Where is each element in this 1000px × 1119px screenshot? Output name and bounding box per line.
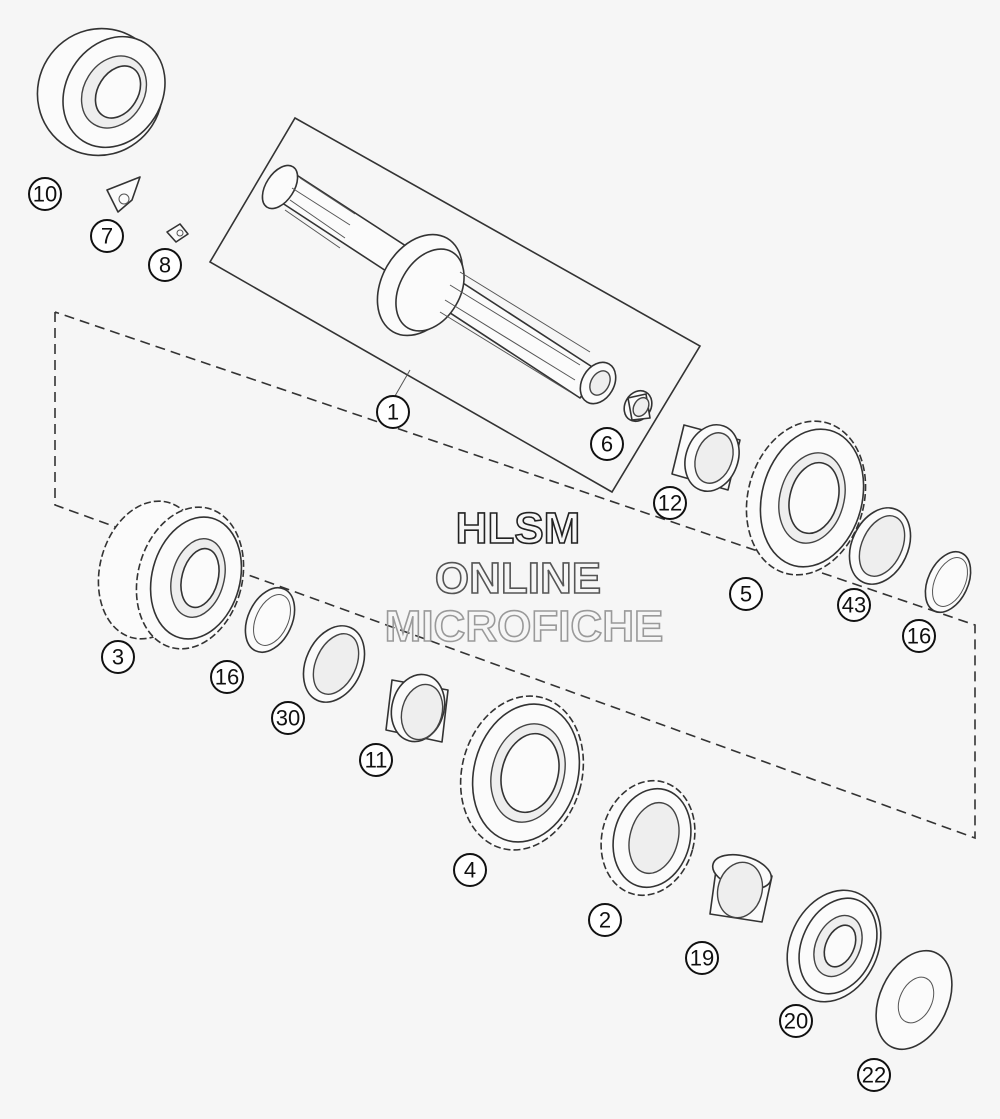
callout-16-left[interactable]: 16 bbox=[210, 660, 244, 694]
watermark: HLSM ONLINE MICROFICHE bbox=[384, 503, 664, 652]
callout-label-2: 2 bbox=[599, 908, 611, 933]
watermark-line-3: MICROFICHE bbox=[385, 602, 664, 651]
main-shaft-part-1 bbox=[261, 164, 617, 405]
bearing-part-10 bbox=[36, 27, 166, 157]
callout-30[interactable]: 30 bbox=[271, 701, 305, 735]
callout-4[interactable]: 4 bbox=[453, 853, 487, 887]
callout-1[interactable]: 1 bbox=[376, 395, 410, 429]
callout-label-12: 12 bbox=[658, 491, 682, 516]
callout-label-20: 20 bbox=[784, 1009, 808, 1034]
callout-label-19: 19 bbox=[690, 946, 714, 971]
callout-label-16-left: 16 bbox=[215, 665, 239, 690]
cam-plate-part-7 bbox=[106, 176, 141, 213]
callout-5[interactable]: 5 bbox=[729, 577, 763, 611]
callout-label-8: 8 bbox=[159, 253, 171, 278]
callout-label-16-right: 16 bbox=[907, 624, 931, 649]
gear-part-2 bbox=[600, 779, 696, 897]
callout-43[interactable]: 43 bbox=[837, 588, 871, 622]
callout-label-4: 4 bbox=[464, 858, 476, 883]
washer-part-43 bbox=[848, 507, 912, 585]
callout-label-3: 3 bbox=[112, 645, 124, 670]
bearing-part-20 bbox=[786, 889, 882, 1003]
circlip-part-16-right bbox=[924, 550, 972, 614]
callout-label-1: 1 bbox=[387, 400, 399, 425]
shim-part-22 bbox=[875, 949, 953, 1051]
circlip-part-16-left bbox=[244, 587, 296, 653]
callout-label-5: 5 bbox=[740, 582, 752, 607]
callout-12[interactable]: 12 bbox=[653, 486, 687, 520]
washer-part-30 bbox=[302, 625, 366, 703]
assembly-dashed-outline bbox=[54, 311, 976, 840]
callout-7[interactable]: 7 bbox=[90, 219, 124, 253]
callout-label-10: 10 bbox=[33, 182, 57, 207]
callout-22[interactable]: 22 bbox=[857, 1058, 891, 1092]
bushing-part-19 bbox=[709, 853, 773, 923]
double-gear-part-3 bbox=[97, 500, 245, 650]
callout-20[interactable]: 20 bbox=[779, 1004, 813, 1038]
callout-label-43: 43 bbox=[842, 593, 866, 618]
callout-label-7: 7 bbox=[101, 224, 113, 249]
callout-label-6: 6 bbox=[601, 432, 613, 457]
callout-6[interactable]: 6 bbox=[590, 427, 624, 461]
gear-part-5 bbox=[745, 420, 867, 576]
watermark-line-1: HLSM bbox=[456, 504, 581, 553]
callout-19[interactable]: 19 bbox=[685, 941, 719, 975]
callout-11[interactable]: 11 bbox=[359, 743, 393, 777]
needle-bearing-part-6 bbox=[623, 389, 653, 423]
callout-16-right[interactable]: 16 bbox=[902, 619, 936, 653]
needle-bearing-part-11 bbox=[385, 673, 449, 743]
callout-label-22: 22 bbox=[862, 1063, 886, 1088]
watermark-line-2: ONLINE bbox=[435, 554, 601, 603]
gear-part-4 bbox=[459, 695, 585, 851]
callout-3[interactable]: 3 bbox=[101, 640, 135, 674]
callout-8[interactable]: 8 bbox=[148, 248, 182, 282]
callout-label-30: 30 bbox=[276, 706, 300, 731]
bushing-part-12 bbox=[671, 424, 741, 492]
main-shaft-frame bbox=[208, 116, 702, 494]
callout-10[interactable]: 10 bbox=[28, 177, 62, 211]
screw-part-8 bbox=[166, 223, 189, 243]
leader-1 bbox=[394, 369, 411, 397]
callout-2[interactable]: 2 bbox=[588, 903, 622, 937]
callout-label-11: 11 bbox=[365, 748, 388, 773]
